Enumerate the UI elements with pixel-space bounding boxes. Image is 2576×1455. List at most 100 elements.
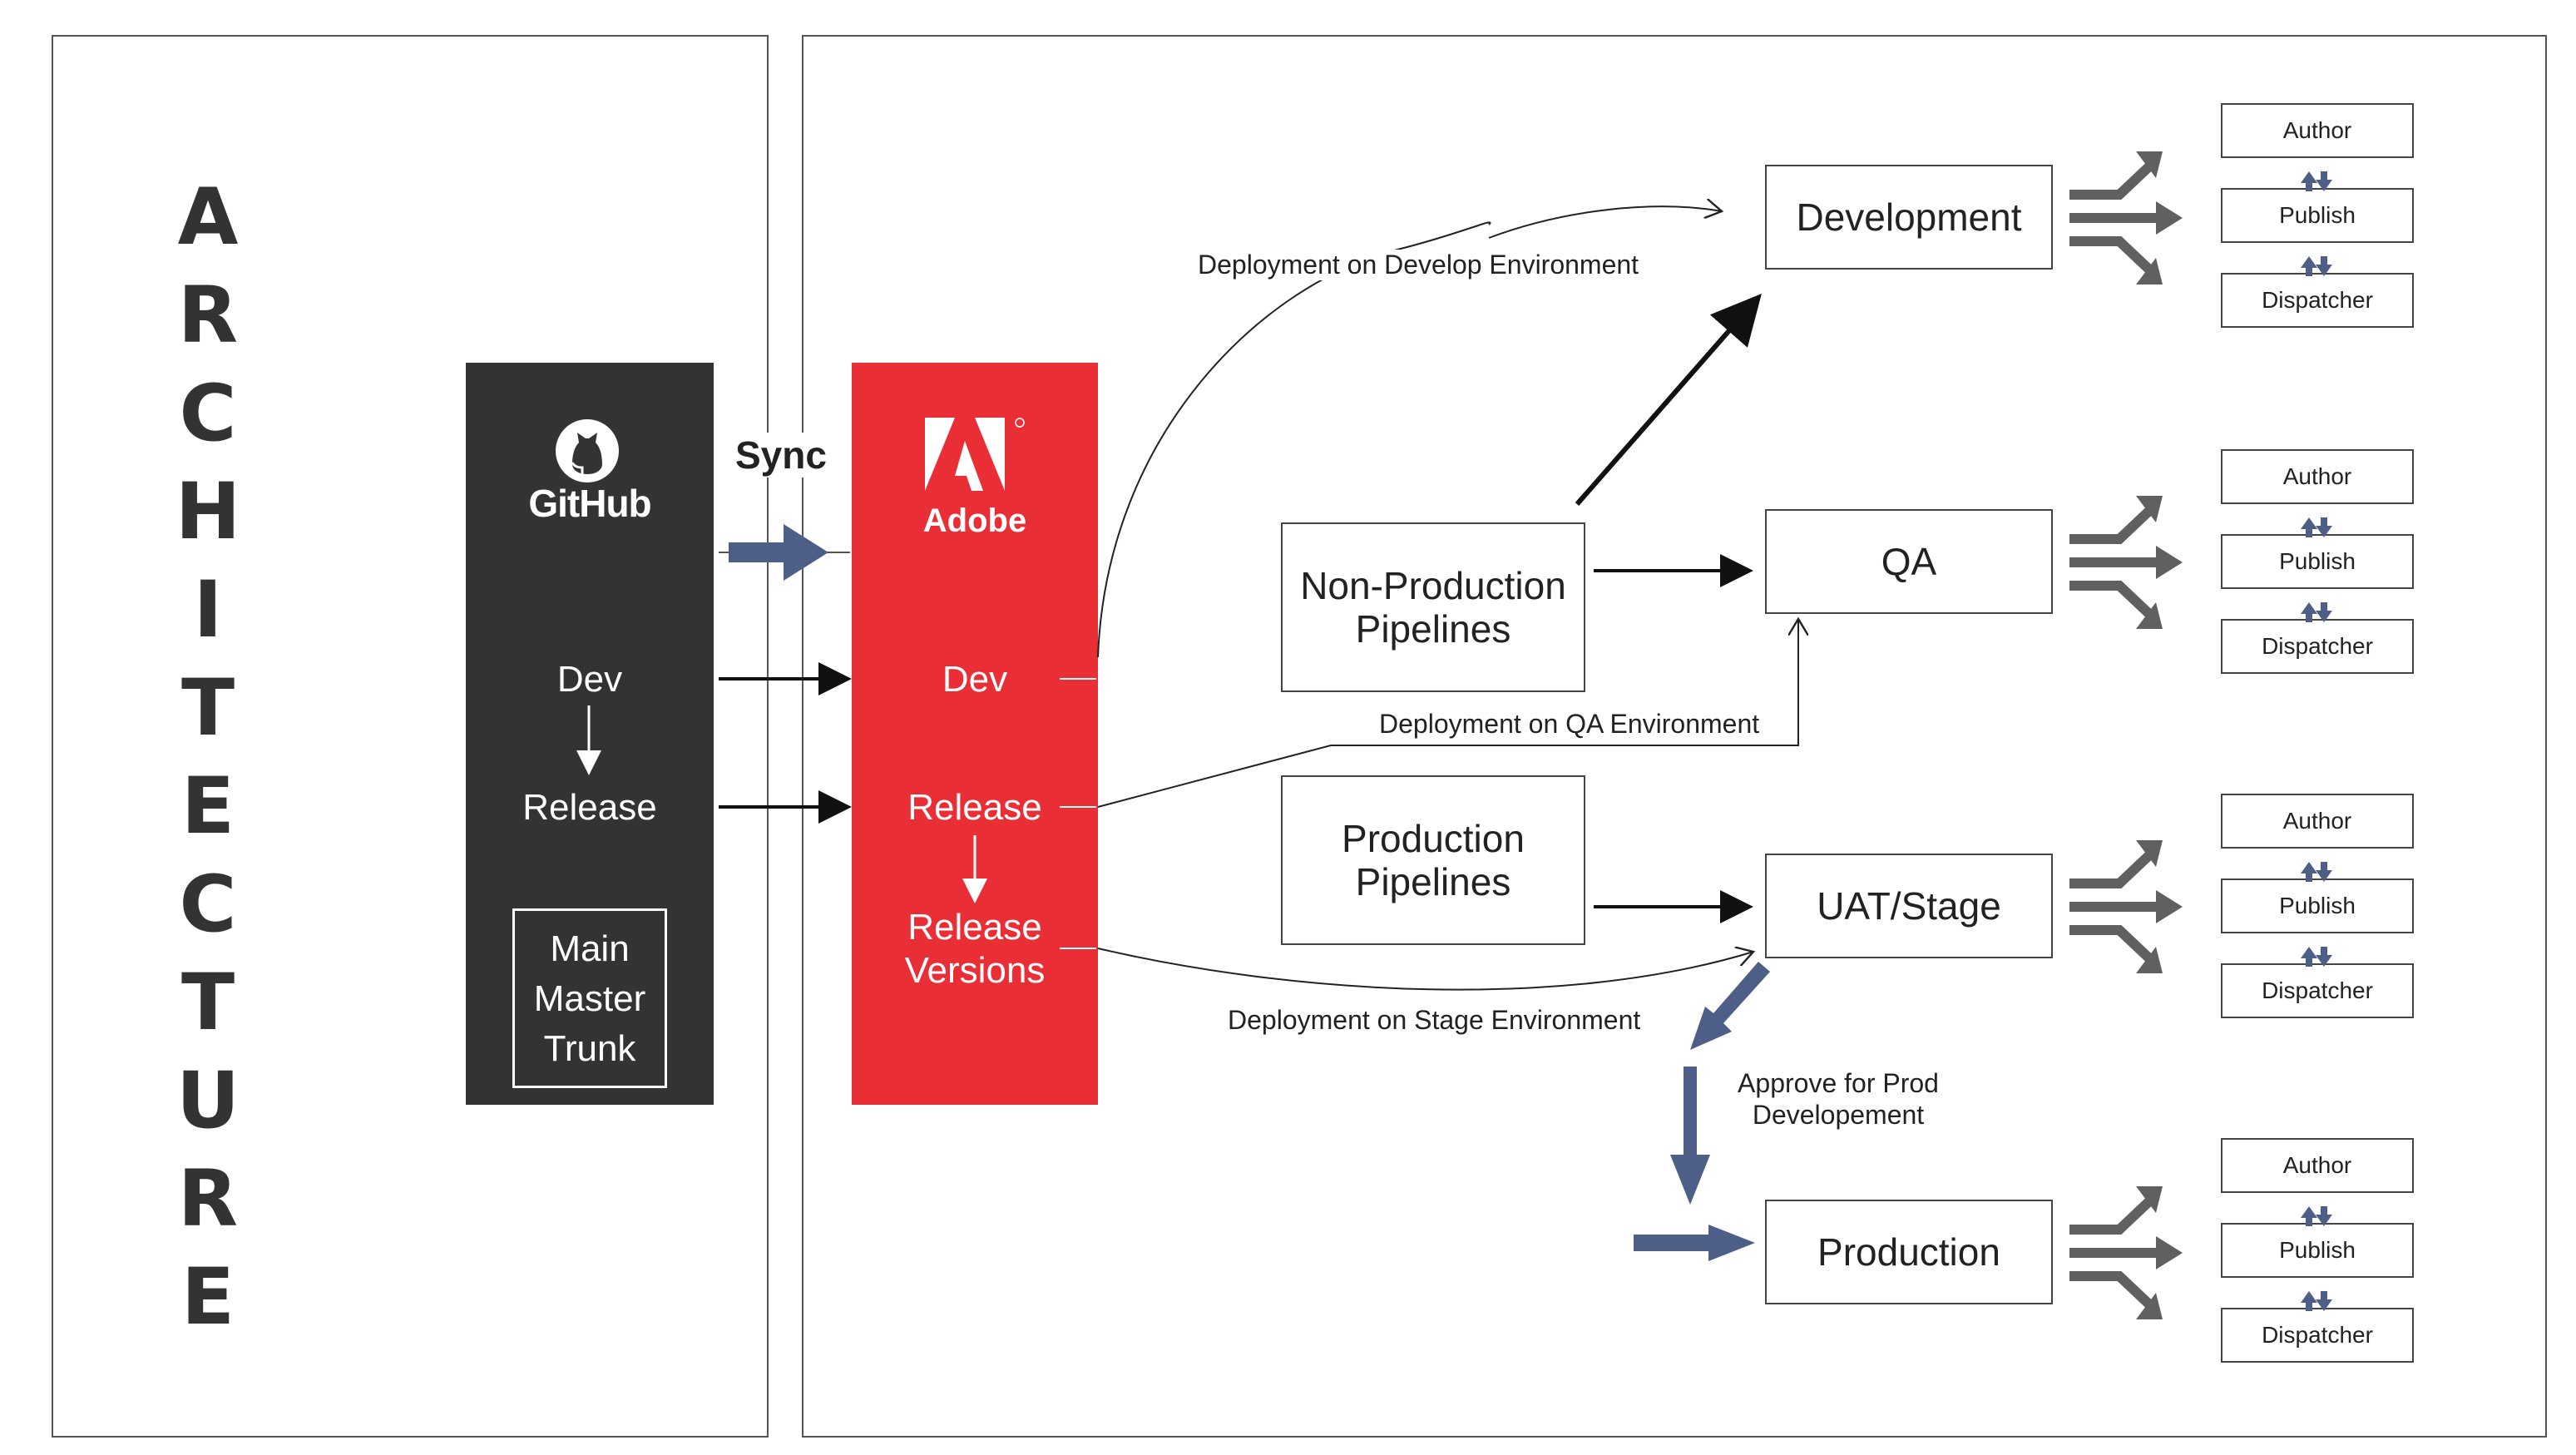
- deploy-qa-connector: [1097, 619, 1798, 808]
- title-letter: T: [180, 958, 235, 1048]
- non-production-line2: Pipelines: [1355, 607, 1511, 651]
- development-fanout-arrows: [2069, 151, 2183, 285]
- deploy-develop-curve-top: [1488, 206, 1722, 239]
- trunk-label: Trunk: [543, 1028, 636, 1069]
- approve-prod-line2: Developement: [1752, 1100, 1925, 1130]
- stage-author-box: Author: [2221, 794, 2414, 849]
- production-author-box: Author: [2221, 1138, 2414, 1193]
- non-production-line1: Non-Production: [1300, 564, 1566, 607]
- production-fanout-arrows: [2069, 1186, 2183, 1319]
- qa-fanout-arrows: [2069, 496, 2183, 629]
- github-logo-text: GitHub: [528, 482, 651, 525]
- fanout-arrow-shaft: [2069, 507, 2153, 544]
- tier-down-arrow-icon: [2316, 947, 2332, 967]
- development-dispatcher-box: Dispatcher: [2221, 273, 2414, 328]
- fanout-arrow-head: [2156, 1236, 2183, 1269]
- master-label: Master: [533, 978, 646, 1019]
- fanout-arrow-head: [2136, 602, 2163, 629]
- non-prod-to-development-arrow: [1575, 293, 1762, 506]
- title-letter: T: [180, 663, 235, 754]
- fanout-arrow-head: [2136, 151, 2163, 178]
- qa-publish-box: Publish: [2221, 534, 2414, 589]
- github-dev-label: Dev: [556, 659, 623, 700]
- title-letter: R: [177, 1154, 239, 1245]
- fanout-arrow-shaft: [2069, 1271, 2153, 1309]
- adobe-release-versions-line2: Versions: [904, 950, 1046, 991]
- adobe-release-versions-line1: Release: [907, 907, 1042, 948]
- production-dispatcher-box: Dispatcher: [2221, 1308, 2414, 1363]
- approval-down-arrow: [1670, 1067, 1710, 1205]
- stage-to-approval-arrow: [1690, 962, 1770, 1050]
- deploy-develop-curve: [1097, 221, 1491, 658]
- tier-down-arrow-icon: [2316, 517, 2332, 537]
- stage-dispatcher-box: Dispatcher: [2221, 963, 2414, 1018]
- fanout-arrow-shaft: [2069, 851, 2153, 888]
- github-logo-icon: [552, 416, 622, 486]
- sync-label: Sync: [732, 433, 830, 478]
- tier-up-arrow-icon: [2301, 256, 2317, 276]
- tier-up-arrow-icon: [2301, 947, 2317, 967]
- fanout-arrow-shaft: [2069, 581, 2153, 618]
- tier-up-arrow-icon: [2301, 602, 2317, 622]
- fanout-arrow-shaft: [2069, 162, 2153, 200]
- tier-up-arrow-icon: [2301, 1206, 2317, 1226]
- development-publish-box: Publish: [2221, 188, 2414, 243]
- qa-env-box: QA: [1765, 509, 2053, 614]
- deploy-qa-label: Deployment on QA Environment: [1376, 709, 1763, 740]
- fanout-arrow-head: [2136, 258, 2163, 285]
- adobe-logo-icon: [923, 416, 1026, 494]
- deploy-stage-curve: [1097, 948, 1753, 991]
- fanout-arrow-shaft: [2069, 925, 2153, 963]
- production-pipelines-box: Production Pipelines: [1281, 775, 1585, 945]
- tier-down-arrow-icon: [2316, 171, 2332, 191]
- tier-down-arrow-icon: [2316, 862, 2332, 882]
- fanout-arrow-shaft: [2069, 236, 2153, 274]
- fanout-arrow-head: [2136, 947, 2163, 973]
- title-letter: A: [177, 172, 239, 263]
- fanout-arrow-head: [2136, 840, 2163, 867]
- fanout-arrow-head: [2156, 890, 2183, 923]
- fanout-arrow-head: [2156, 546, 2183, 579]
- adobe-release-label: Release: [907, 787, 1042, 828]
- adobe-dev-label: Dev: [942, 659, 1008, 700]
- fanout-arrow-head: [2136, 1186, 2163, 1213]
- tier-down-arrow-icon: [2316, 256, 2332, 276]
- fanout-arrow-head: [2156, 201, 2183, 235]
- tier-up-arrow-icon: [2301, 171, 2317, 191]
- deploy-stage-label: Deployment on Stage Environment: [1224, 1005, 1644, 1036]
- title-letter: E: [180, 761, 235, 852]
- qa-author-box: Author: [2221, 449, 2414, 504]
- fanout-arrow-head: [2136, 1293, 2163, 1319]
- production-publish-box: Publish: [2221, 1223, 2414, 1278]
- development-author-box: Author: [2221, 103, 2414, 158]
- qa-dispatcher-box: Dispatcher: [2221, 619, 2414, 674]
- uat-stage-env-box: UAT/Stage: [1765, 854, 2053, 958]
- github-release-label: Release: [522, 787, 657, 828]
- title-letter: R: [177, 270, 239, 361]
- production-pipelines-line2: Pipelines: [1355, 860, 1511, 903]
- tier-up-arrow-icon: [2301, 1291, 2317, 1311]
- non-production-pipelines-box: Non-Production Pipelines: [1281, 522, 1585, 692]
- fanout-arrow-shaft: [2069, 1197, 2153, 1235]
- title-letter: U: [176, 1056, 240, 1146]
- title-letter: C: [179, 859, 237, 950]
- tier-down-arrow-icon: [2316, 1206, 2332, 1226]
- main-label: Main: [550, 928, 630, 969]
- title-letter: I: [193, 565, 223, 656]
- title-letter: H: [175, 467, 241, 557]
- main-master-trunk-box: [512, 908, 667, 1088]
- tier-down-arrow-icon: [2316, 1291, 2332, 1311]
- production-pipelines-line1: Production: [1342, 817, 1525, 860]
- adobe-logo-text: Adobe: [922, 502, 1027, 539]
- approval-to-production-arrow: [1634, 1225, 1755, 1261]
- fanout-arrow-head: [2136, 496, 2163, 522]
- tier-up-arrow-icon: [2301, 862, 2317, 882]
- production-env-box: Production: [1765, 1200, 2053, 1304]
- sync-arrow: [719, 524, 850, 581]
- stage-fanout-arrows: [2069, 840, 2183, 973]
- approve-prod-line1: Approve for Prod: [1738, 1068, 1939, 1098]
- tier-up-arrow-icon: [2301, 517, 2317, 537]
- development-env-box: Development: [1765, 165, 2053, 270]
